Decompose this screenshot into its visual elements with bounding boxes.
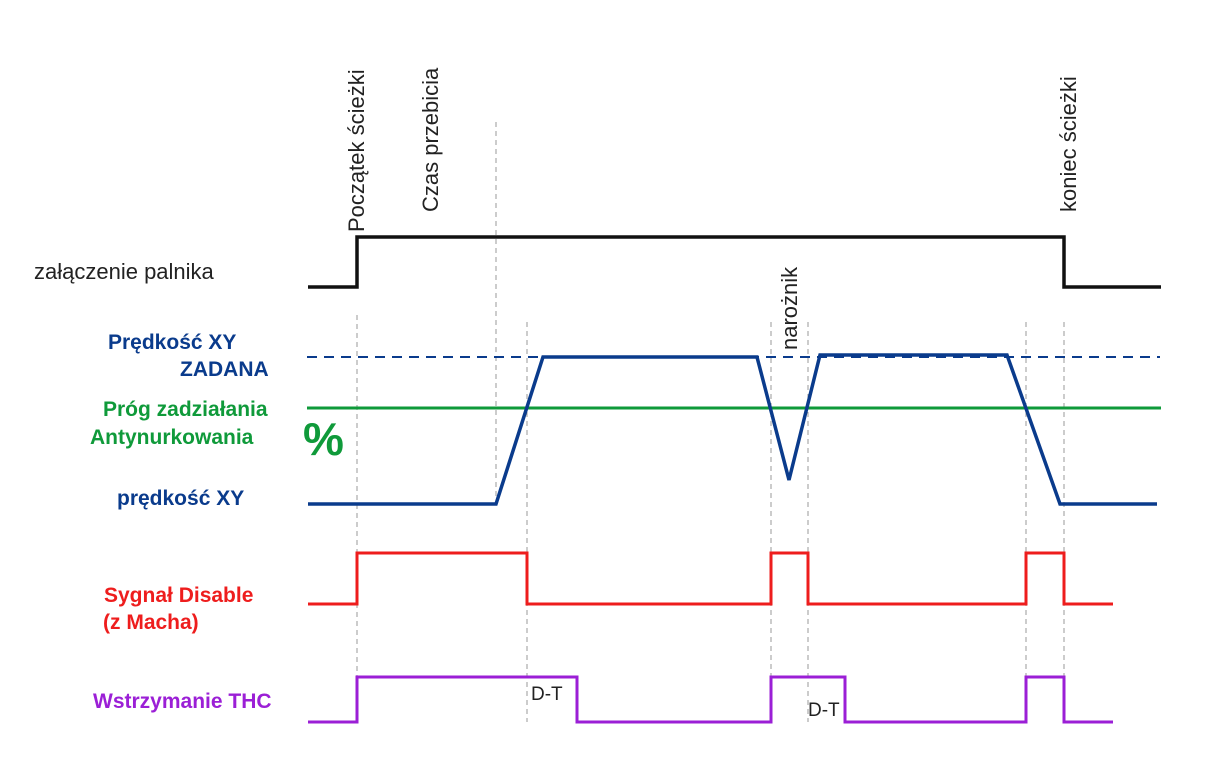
dt-label-1: D-T (531, 684, 563, 705)
disable-label-1: Sygnał Disable (104, 584, 253, 607)
disable-signal (308, 551, 1113, 606)
pierce-time-label: Czas przebicia (418, 67, 443, 212)
corner-label: narożnik (777, 266, 802, 350)
path-start-label: Początek ścieżki (344, 69, 369, 232)
disable-label-2: (z Macha) (103, 611, 199, 634)
torch-on-signal (308, 235, 1161, 289)
dt-label-2: D-T (808, 700, 840, 721)
threshold-label-1: Próg zadziałania (103, 398, 268, 421)
path-end-label: koniec ścieżki (1056, 76, 1081, 212)
thc-hold-signal (308, 675, 1113, 724)
thc-hold-label: Wstrzymanie THC (93, 690, 272, 713)
torch-on-label: załączenie palnika (34, 259, 215, 284)
percent-sign: % (303, 413, 344, 465)
threshold-label-2: Antynurkowania (90, 426, 254, 449)
xy-speed-signal (308, 353, 1157, 506)
xy-set-label-1: Prędkość XY (108, 331, 236, 354)
xy-speed-label: prędkość XY (117, 487, 244, 510)
guide-lines (356, 122, 1065, 722)
xy-set-label-2: ZADANA (180, 358, 269, 381)
